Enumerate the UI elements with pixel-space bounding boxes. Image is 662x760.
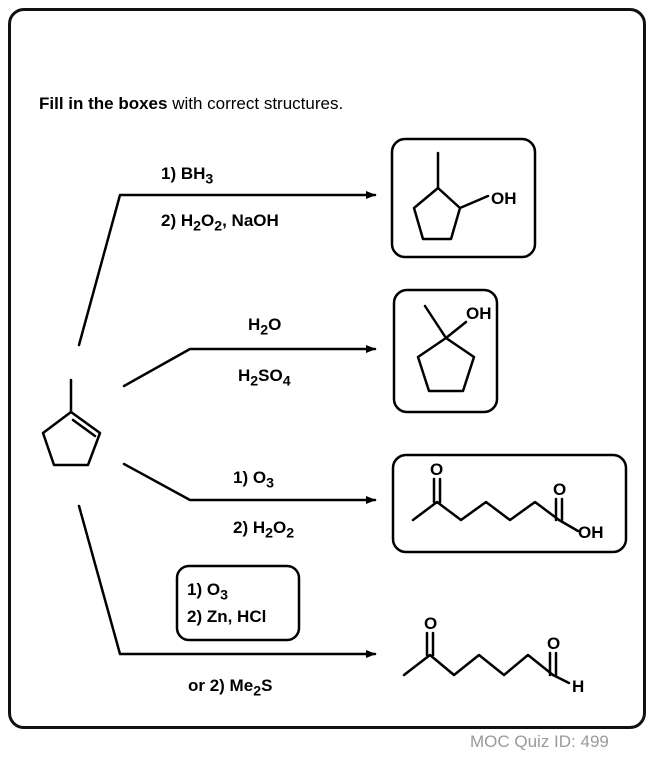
reagent-4-below: or 2) Me2S bbox=[188, 676, 273, 700]
product-2-oh-label: OH bbox=[466, 304, 492, 323]
product-3-ketone-o-label: O bbox=[430, 460, 443, 479]
product-4-ketone-o-label: O bbox=[424, 614, 437, 633]
product-3-acid-o-label: O bbox=[553, 480, 566, 499]
arrow-path-4 bbox=[77, 504, 377, 658]
product-4-structure bbox=[402, 631, 571, 685]
instruction-bold: Fill in the boxes bbox=[39, 94, 168, 113]
product-4-h-label: H bbox=[572, 677, 584, 696]
reagent-2-below: H2SO4 bbox=[238, 366, 291, 390]
arrow-path-3 bbox=[122, 462, 377, 504]
quiz-frame bbox=[8, 8, 646, 729]
reagent-3-above: 1) O3 bbox=[233, 468, 274, 492]
answer-box-1 bbox=[390, 137, 537, 259]
instruction-rest: with correct structures. bbox=[167, 94, 344, 113]
reagent-box-4 bbox=[175, 564, 301, 642]
product-1-oh-label: OH bbox=[491, 189, 517, 208]
product-2-structure bbox=[416, 304, 476, 393]
instruction-text: Fill in the boxes with correct structure… bbox=[39, 94, 343, 114]
arrow-path-2 bbox=[122, 345, 377, 388]
reagent-3-below: 2) H2O2 bbox=[233, 518, 295, 542]
product-1-structure bbox=[412, 151, 490, 241]
starting-material-structure bbox=[41, 378, 102, 467]
reagent-2-above: H2O bbox=[248, 315, 282, 339]
answer-box-2 bbox=[392, 288, 499, 414]
arrow-path-1 bbox=[77, 191, 377, 347]
answer-box-3 bbox=[391, 453, 628, 554]
footer-quiz-id: MOC Quiz ID: 499 bbox=[470, 732, 609, 751]
product-3-structure bbox=[411, 477, 580, 533]
reagent-1-above: 1) BH3 bbox=[161, 164, 214, 188]
reagent-1-below: 2) H2O2, NaOH bbox=[161, 211, 279, 235]
product-3-oh-label: OH bbox=[578, 523, 604, 542]
product-4-aldehyde-o-label: O bbox=[547, 634, 560, 653]
